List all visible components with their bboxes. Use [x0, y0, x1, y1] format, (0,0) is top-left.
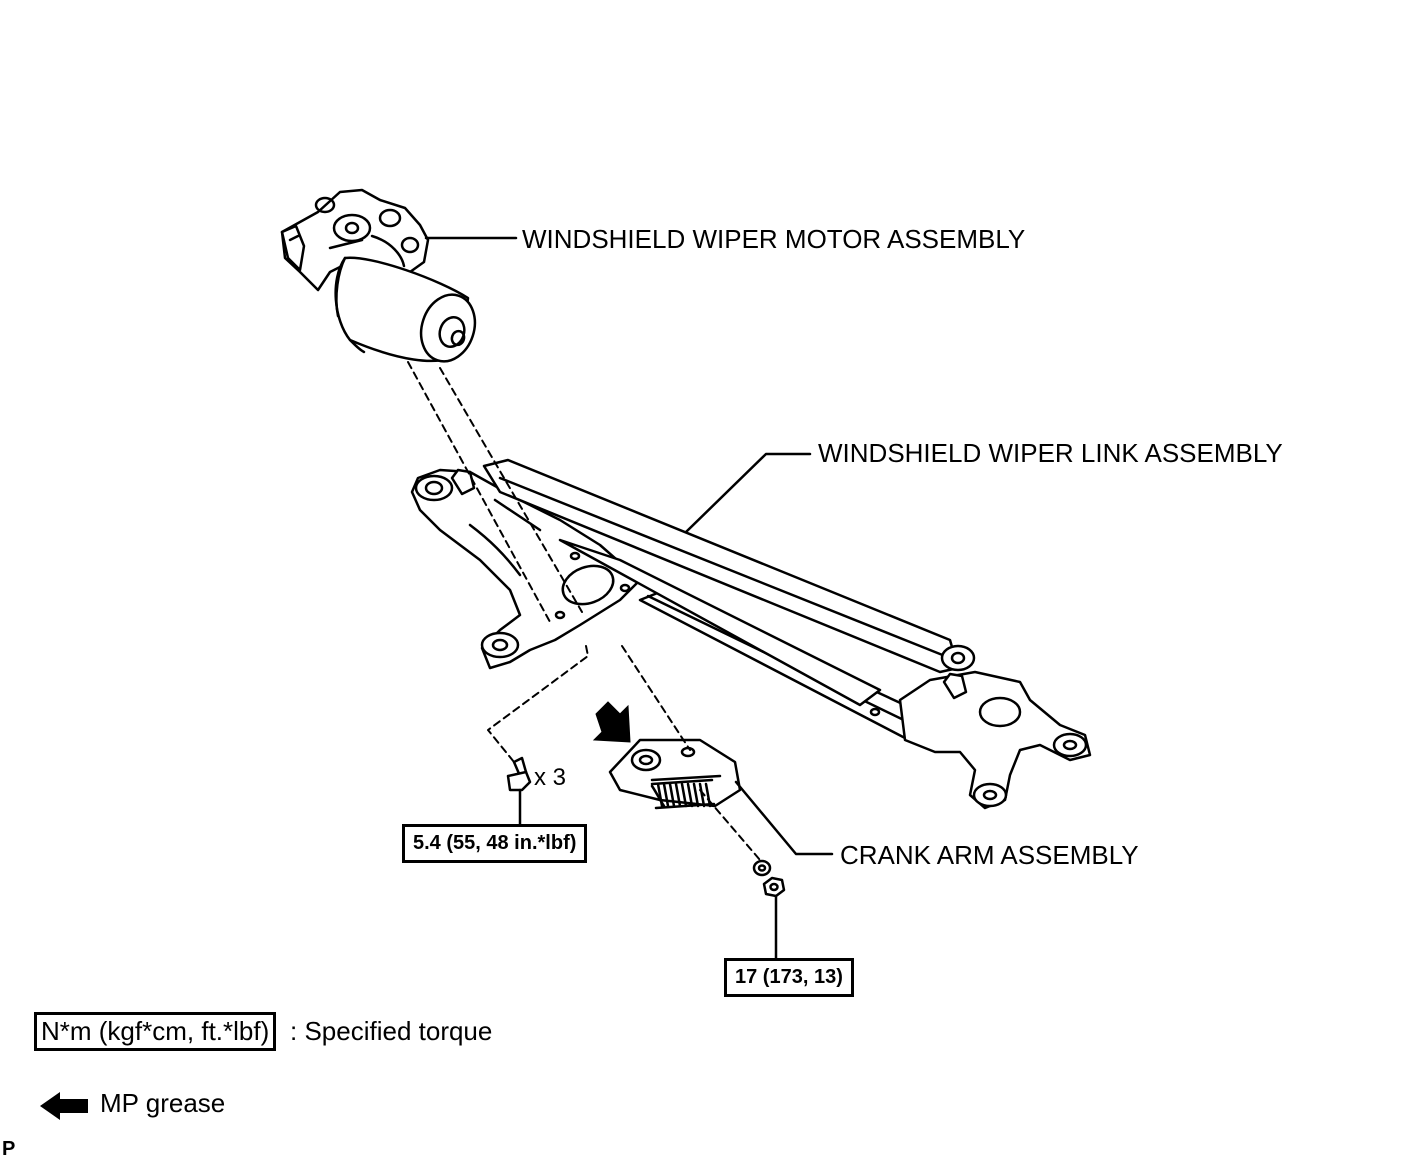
nut-torque-box: 17 (173, 13)	[724, 958, 854, 997]
nut-drawing	[752, 859, 786, 898]
bolt-torque-box: 5.4 (55, 48 in.*lbf)	[402, 824, 588, 863]
link-label: WINDSHIELD WIPER LINK ASSEMBLY	[818, 438, 1283, 468]
bolt-quantity-label: x 3	[534, 764, 567, 791]
wiper-motor-drawing	[280, 188, 477, 363]
crank-label: CRANK ARM ASSEMBLY	[840, 840, 1139, 870]
bolt-drawing	[506, 756, 532, 792]
motor-label: WINDSHIELD WIPER MOTOR ASSEMBLY	[522, 224, 1026, 254]
crank-arm-drawing	[608, 738, 742, 810]
legend-torque-unit-box: N*m (kgf*cm, ft.*lbf)	[34, 1012, 277, 1051]
legend-grease-arrow-icon	[40, 1092, 88, 1120]
legend-grease-desc: MP grease	[100, 1088, 226, 1118]
wiper-link-drawing	[410, 458, 1092, 810]
corner-mark: P	[2, 1138, 16, 1160]
grease-arrow-icon	[592, 701, 631, 743]
legend-torque-desc: : Specified torque	[290, 1016, 493, 1046]
